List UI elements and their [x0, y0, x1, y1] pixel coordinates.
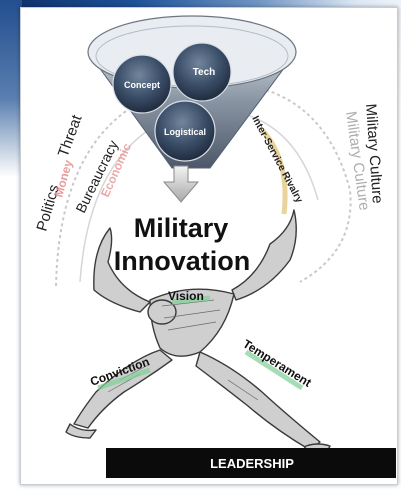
leadership-bar: LEADERSHIP	[106, 448, 396, 478]
threat-label: Threat	[55, 112, 86, 159]
vision-trait: Vision	[168, 289, 210, 303]
down-arrow-icon	[164, 166, 198, 202]
concept-circle: Concept	[113, 55, 171, 113]
tech-circle: Tech	[173, 43, 231, 101]
faded-red-label-1: Money	[51, 158, 75, 199]
logistical-label: Logistical	[164, 127, 206, 137]
leadership-label: LEADERSHIP	[210, 456, 294, 471]
temperament-trait: Temperament	[240, 337, 313, 390]
inter-service-rivalry-label: Inter-Service Rivalry	[249, 114, 304, 205]
vision-label: Vision	[168, 289, 204, 303]
temperament-label: Temperament	[240, 337, 313, 390]
tech-label: Tech	[193, 67, 216, 78]
title-line-1: Military	[134, 213, 229, 243]
title-line-2: Innovation	[114, 246, 251, 276]
concept-label: Concept	[124, 80, 160, 90]
logistical-circle: Logistical	[155, 101, 215, 161]
inter-service-rivalry: Inter-Service Rivalry	[249, 114, 304, 214]
